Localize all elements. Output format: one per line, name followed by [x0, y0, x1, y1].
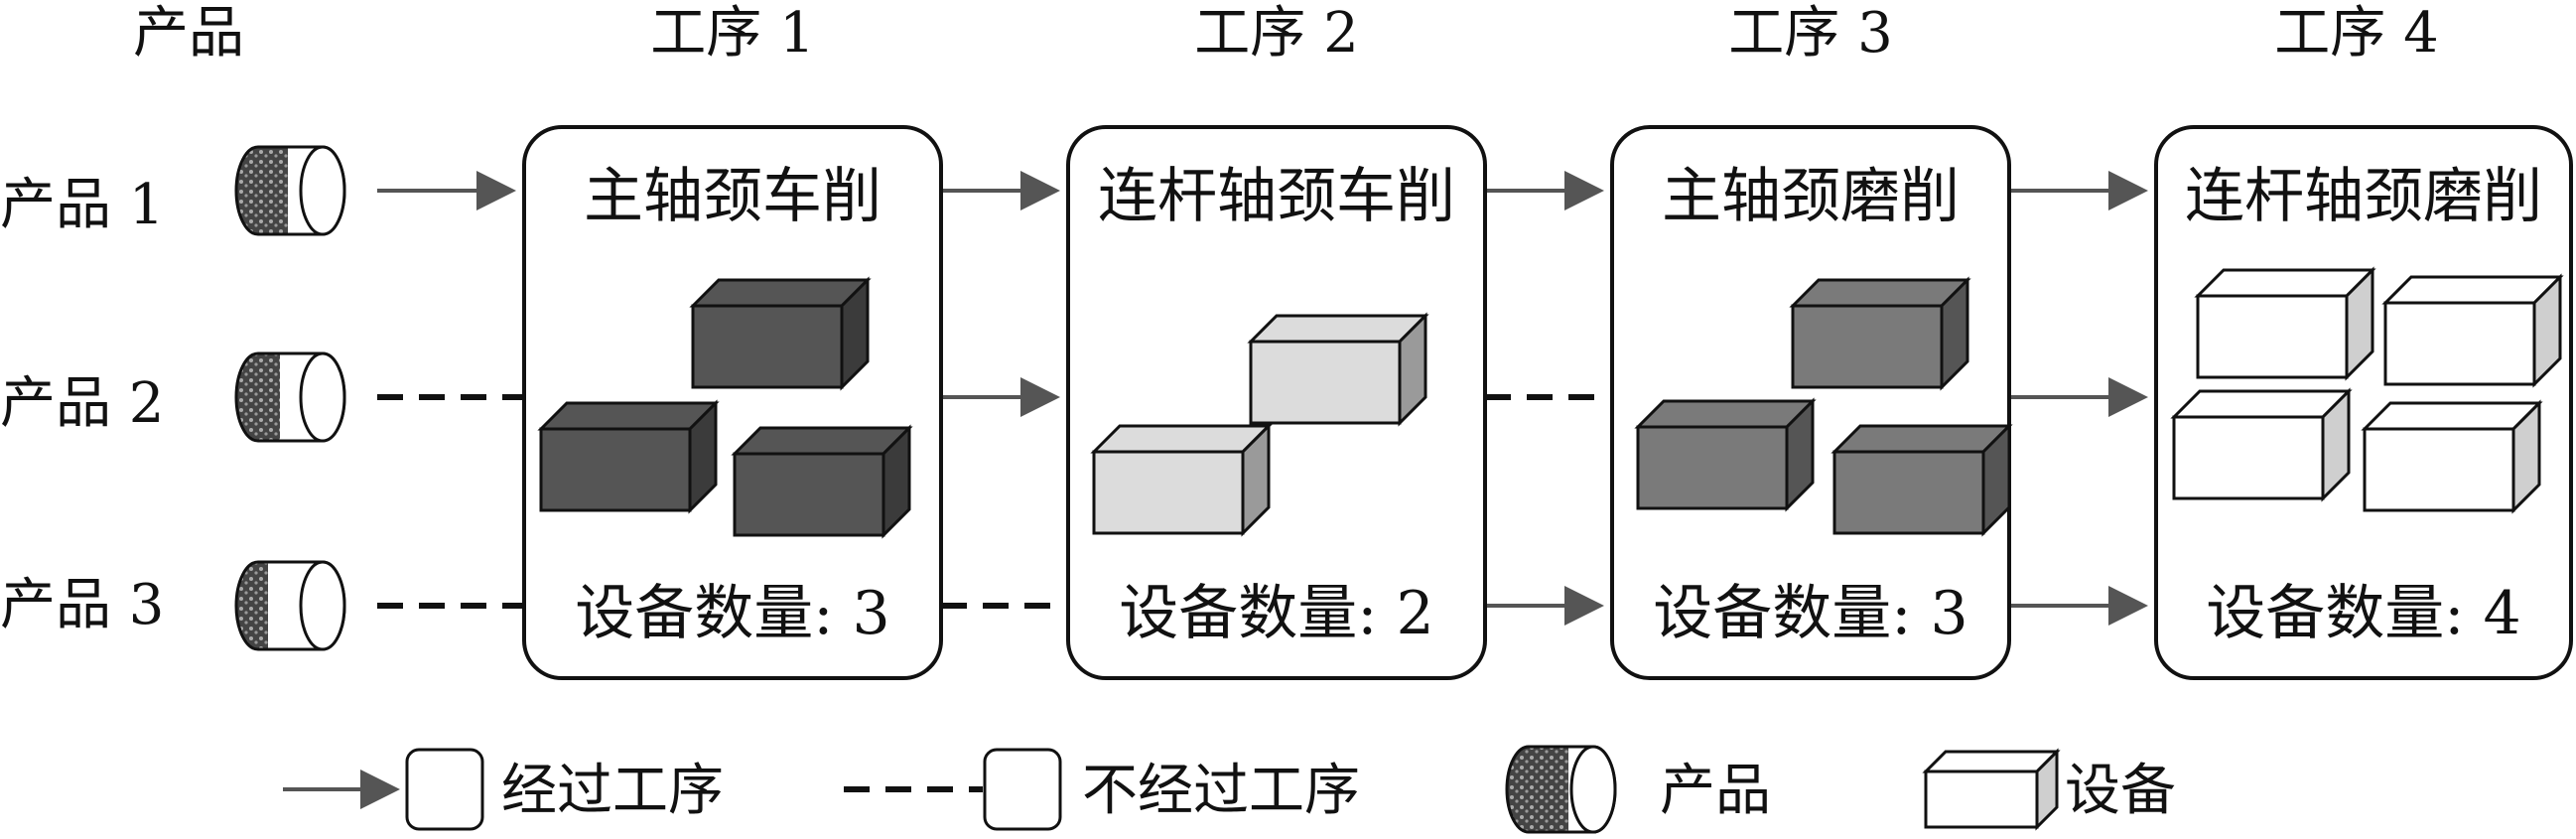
legend-product-icon — [1505, 745, 1617, 834]
process-title-2: 连杆轴颈车削 — [1098, 162, 1455, 231]
header-step-2: 工序 2 — [1194, 1, 1358, 66]
equipment-block-p1-2 — [537, 399, 720, 514]
product-label-1: 产品 1 — [0, 173, 164, 237]
header-product: 产品 — [133, 1, 244, 66]
process-box-4 — [2154, 125, 2573, 680]
legend-equipment-label: 设备 — [2065, 759, 2176, 823]
legend-skip-label: 不经过工序 — [1082, 759, 1360, 823]
legend-equipment-icon — [1922, 748, 2061, 831]
process-count-2: 设备数量: 2 — [1119, 579, 1433, 648]
process-count-3: 设备数量: 3 — [1653, 579, 1967, 648]
header-step-3: 工序 3 — [1728, 1, 1892, 66]
product-icon-3 — [234, 560, 346, 651]
legend-pass-label: 经过工序 — [501, 759, 724, 823]
equipment-block-p4-2 — [2381, 273, 2564, 388]
legend-product-label: 产品 — [1660, 759, 1771, 823]
equipment-block-p3-1 — [1789, 276, 1971, 391]
header-step-4: 工序 4 — [2274, 1, 2438, 66]
process-box-1 — [522, 125, 943, 680]
equipment-block-p1-3 — [731, 424, 913, 539]
product-label-2: 产品 2 — [0, 371, 164, 436]
equipment-block-p4-1 — [2194, 266, 2376, 381]
legend: 经过工序 不经过工序 产品 设备 — [283, 745, 2176, 834]
product-icon-1 — [234, 145, 346, 236]
equipment-block-p4-4 — [2361, 399, 2543, 514]
header-step-1: 工序 1 — [650, 1, 814, 66]
equipment-block-p3-2 — [1634, 397, 1817, 512]
equipment-blocks — [537, 266, 2564, 539]
equipment-block-p4-3 — [2170, 387, 2353, 502]
process-title-1: 主轴颈车削 — [584, 162, 881, 231]
equipment-block-p3-3 — [1830, 422, 2013, 537]
equipment-block-p2-2 — [1090, 422, 1273, 537]
routing-connectors — [377, 171, 2148, 626]
process-count-1: 设备数量: 3 — [575, 579, 889, 648]
legend-skip-box — [983, 748, 1062, 831]
process-title-4: 连杆轴颈磨削 — [2185, 162, 2542, 231]
legend-equipment-block — [1922, 748, 2061, 831]
product-icon-2 — [234, 351, 346, 443]
process-count-4: 设备数量: 4 — [2206, 579, 2520, 648]
process-title-3: 主轴颈磨削 — [1662, 162, 1960, 231]
equipment-block-p1-1 — [689, 276, 872, 391]
product-label-3: 产品 3 — [0, 573, 164, 637]
equipment-block-p2-1 — [1247, 312, 1429, 427]
legend-pass-box — [405, 748, 484, 831]
